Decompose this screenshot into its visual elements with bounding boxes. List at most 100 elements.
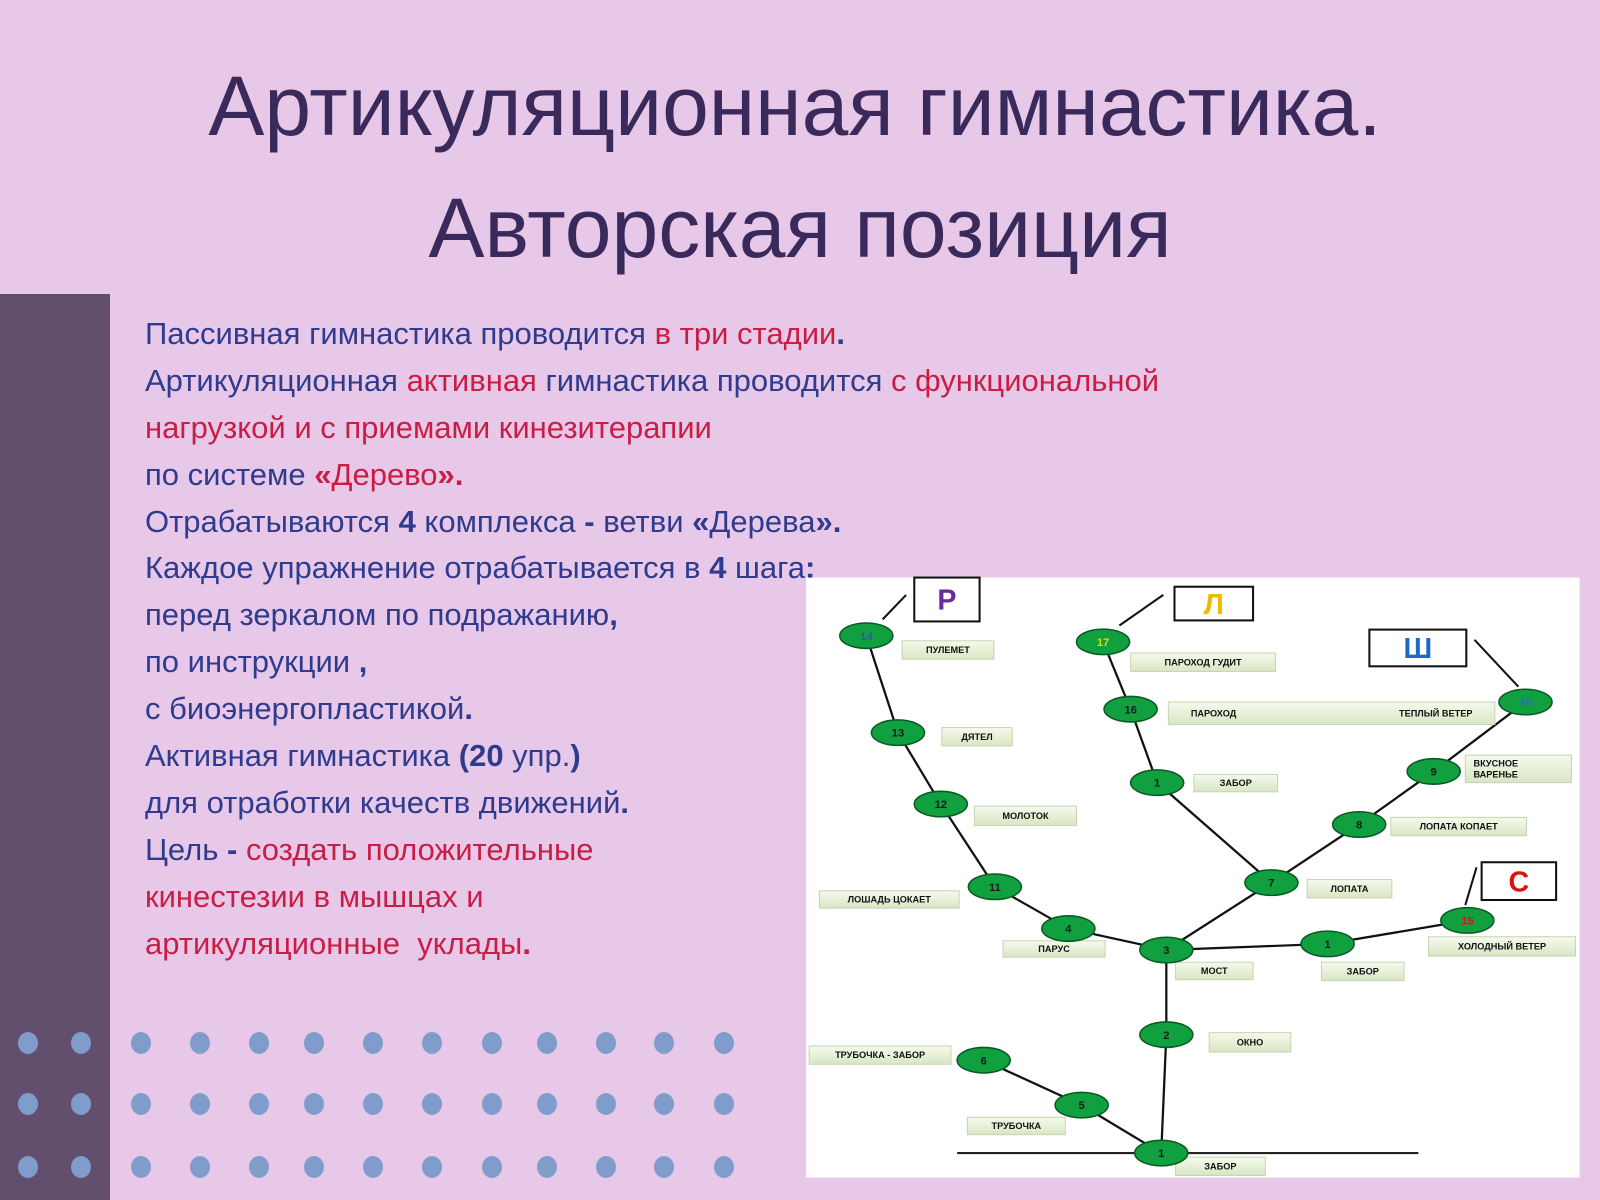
highlighted-text: Дерево [331,456,438,492]
text-segment: комплекса [415,503,585,539]
tree-node-number: 8 [1356,820,1362,832]
tree-node: 1 [1300,930,1355,958]
highlighted-text: создать положительные [237,831,594,867]
text-segment: ветви [594,503,693,539]
exercise-label-text: ВАРЕНЬЕ [1473,770,1517,780]
exercise-label-text: ЗАБОР [1204,1161,1236,1171]
letter-connector [1464,867,1478,906]
exercise-label-text: ЛОШАДЬ ЦОКАЕТ [848,895,932,905]
highlighted-text: кинестезии в мышцах и [145,878,484,914]
tree-node-number: 14 [860,631,873,643]
text-segment: для отработки качеств движений [145,784,621,820]
exercise-label-text: ЗАБОР [1220,778,1252,788]
text-segment: 4 [398,503,416,539]
text-segment: гимнастика проводится [536,362,891,398]
tree-node: 16 [1103,695,1158,723]
body-line: артикуляционные уклады. [145,921,1159,968]
text-segment: Артикуляционная [145,362,407,398]
exercise-label: ТРУБОЧКА - ЗАБОР [808,1045,952,1065]
tree-node: 13 [870,719,926,747]
text-segment: , [358,644,368,680]
tree-node: 1 [1129,769,1185,797]
exercise-label-text: ХОЛОДНЫЙ ВЕТЕР [1458,940,1546,951]
sound-letter: С [1509,866,1530,898]
body-line: Пассивная гимнастика проводится в три ст… [145,311,1159,358]
text-segment: с биоэнергопластикой [145,691,465,727]
exercise-label: ПУЛЕМЕТ [901,640,995,660]
text-segment: Пассивная гимнастика проводится [145,316,655,351]
body-line: нагрузкой и с приемами кинезитерапии [145,405,1159,452]
tree-node-number: 15 [1461,915,1473,927]
exercise-label-text: ДЯТЕЛ [961,732,992,742]
tree-node: 6 [956,1046,1011,1074]
tree-node-number: 2 [1163,1030,1169,1042]
exercise-label: МОЛОТОК [973,805,1078,827]
exercise-label: МОСТ [1175,961,1254,981]
body-line: Артикуляционная активная гимнастика пров… [145,358,1159,405]
text-segment: Активная гимнастика [145,738,459,774]
exercise-label: ПАРОХОД ГУДИТ [1130,652,1277,672]
tree-node: 10 [1498,688,1553,716]
tree-edge [1156,781,1273,884]
letter-connector [881,594,907,621]
tree-node-number: 4 [1065,924,1072,936]
body-line: для отработки качеств движений. [145,780,1159,827]
body-line: Каждое упражнение отрабатывается в 4 шаг… [145,545,1159,592]
exercise-label: ТРУБОЧКА [966,1116,1066,1136]
exercise-label: ЗАБОР [1175,1156,1266,1177]
sound-letter: Л [1204,589,1224,621]
slide-title-line2: Авторская позиция [428,181,1172,275]
highlighted-text: « [314,456,332,492]
body-line: перед зеркалом по подражанию, [145,592,1159,639]
text-segment: ) [570,738,581,774]
exercise-label-text: ТЕПЛЫЙ ВЕТЕР [1399,707,1472,718]
text-segment: по системе [145,456,315,492]
exercise-label: ПАРУС [1002,940,1106,958]
body-line: Активная гимнастика (20 упр.) [145,733,1159,780]
body-line: по системе «Дерево». [145,452,1159,499]
body-line: с биоэнергопластикой. [145,686,1159,733]
text-segment: Отрабатываются [145,503,399,539]
tree-node-number: 5 [1079,1100,1085,1112]
tree-node-number: 1 [1324,939,1330,951]
sound-letter-box: Ш [1368,628,1468,668]
exercise-label-text: ОКНО [1237,1037,1264,1047]
text-segment: упр. [503,738,571,774]
tree-node: 11 [967,873,1023,901]
highlighted-text: артикуляционные уклады [145,925,523,961]
tree-node: 5 [1054,1091,1109,1119]
tree-node: 7 [1244,869,1299,897]
exercise-label-text: ТРУБОЧКА [991,1121,1041,1131]
tree-node: 9 [1406,757,1461,785]
text-segment: , [609,597,618,633]
highlighted-text: нагрузкой и с приемами кинезитерапии [145,409,712,445]
tree-node-number: 6 [981,1055,987,1067]
tree-edge [1165,881,1273,951]
exercise-label-text: ПУЛЕМЕТ [926,645,970,655]
tree-edge [1432,701,1527,773]
exercise-label-text: ПАРОХОД ГУДИТ [1164,657,1242,667]
sound-letter: Ш [1404,633,1433,665]
text-segment: перед зеркалом по подражанию [145,597,610,633]
exercise-label: ОКНО [1208,1032,1292,1053]
exercise-label-text: ЛОПАТА [1330,884,1368,894]
tree-node: 2 [1139,1021,1194,1049]
exercise-label: ЛОПАТА КОПАЕТ [1390,816,1528,837]
text-segment: ». [815,503,842,539]
tree-node: 17 [1075,628,1131,656]
exercise-label-text: ПАРУС [1038,944,1070,954]
body-line: по инструкции , [145,639,1159,686]
exercise-label-text: ЛОПАТА КОПАЕТ [1420,822,1499,832]
sound-letter-box: С [1480,861,1558,902]
body-line: Цель - создать положительные [145,827,1159,874]
text-segment: Каждое упражнение отрабатывается в [145,550,710,586]
text-segment: - [584,503,595,539]
text-segment: . [836,316,845,351]
tree-edge [1160,1034,1168,1154]
letter-connector [1118,594,1164,627]
exercise-label-text: МОСТ [1201,966,1228,976]
tree-node-number: 12 [935,799,947,811]
